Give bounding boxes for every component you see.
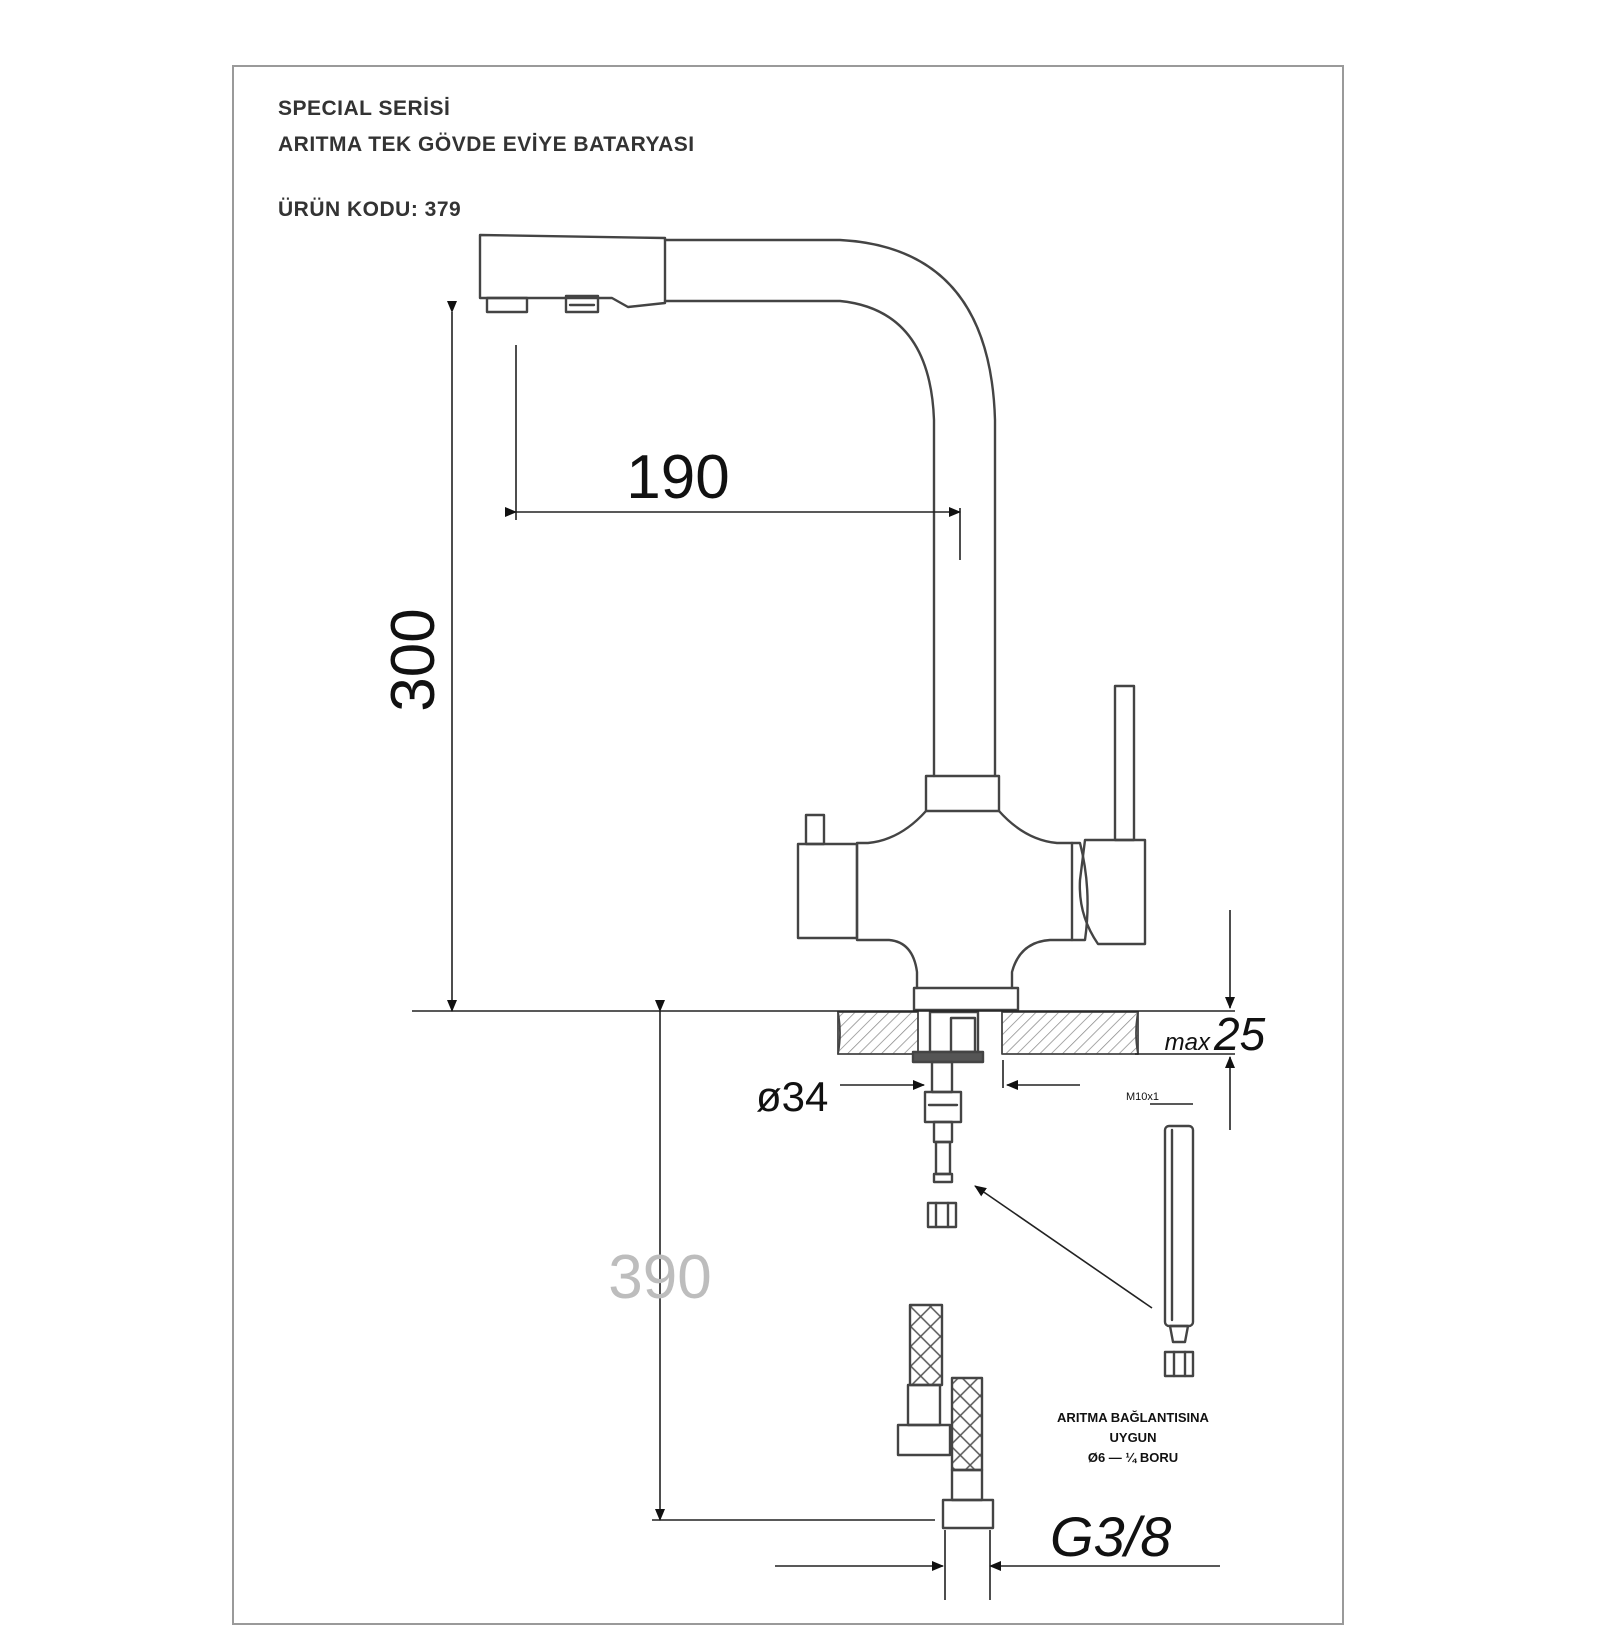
counter-top — [837, 1011, 1139, 1055]
product-name: ARITMA TEK GÖVDE EVİYE BATARYASI — [278, 133, 695, 156]
product-code: ÜRÜN KODU: 379 — [278, 198, 462, 221]
filter-note-line3: Ø6 — ¼ BORU — [1088, 1450, 1178, 1465]
flexible-hoses — [896, 1303, 995, 1530]
mounting-stud — [911, 1010, 985, 1229]
thread-spec-label: M10x1 — [1126, 1091, 1159, 1103]
spout-arm — [663, 238, 997, 778]
faucet-body — [796, 684, 1147, 1012]
connection-thread-label: G3/8 — [1050, 1505, 1171, 1568]
max-thickness-value: 25 — [1213, 1008, 1266, 1060]
series-title: SPECIAL SERİSİ — [278, 97, 451, 120]
spout-head — [478, 233, 667, 314]
below-counter-label: 390 — [608, 1243, 711, 1312]
spout-reach-label: 190 — [626, 443, 729, 512]
filter-note-line1: ARITMA BAĞLANTISINA — [1057, 1410, 1210, 1425]
filter-tube — [1163, 1124, 1195, 1378]
height-label: 300 — [379, 608, 448, 711]
hole-diameter-label: ø34 — [756, 1073, 828, 1120]
max-thickness-prefix: max — [1165, 1029, 1211, 1056]
filter-note-line2: UYGUN — [1110, 1430, 1157, 1445]
